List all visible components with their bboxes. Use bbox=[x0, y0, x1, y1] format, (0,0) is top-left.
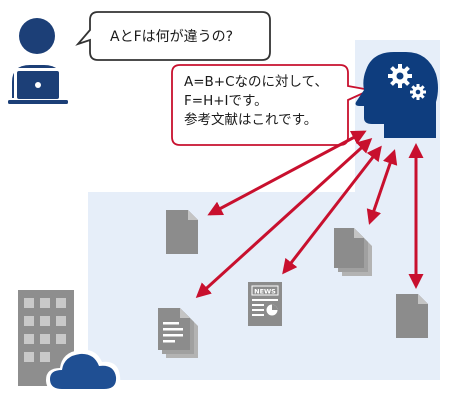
news-label: NEWS bbox=[254, 288, 276, 296]
news-icon: NEWS bbox=[248, 282, 282, 326]
ai-brain-icon bbox=[355, 52, 438, 138]
answer-line-1: A=B+Cなのに対して、 bbox=[184, 74, 328, 90]
answer-line-3: 参考文献はこれです。 bbox=[184, 112, 318, 128]
document-icon-bottom bbox=[396, 294, 428, 338]
question-bubble bbox=[75, 11, 271, 61]
arrow-doc-stack-right bbox=[366, 149, 398, 225]
user-icon bbox=[8, 18, 68, 104]
answer-line-2: F=H+Iです。 bbox=[184, 93, 268, 109]
document-icon bbox=[166, 210, 198, 254]
cloud-icon bbox=[46, 349, 121, 392]
arrow-news bbox=[282, 145, 382, 275]
answer-text: A=B+Cなのに対して、 F=H+Iです。 参考文献はこれです。 bbox=[184, 73, 328, 130]
document-stack-icon bbox=[334, 228, 372, 276]
text-document-stack-icon bbox=[158, 308, 198, 358]
question-text: AとFは何が違うの? bbox=[110, 29, 234, 45]
